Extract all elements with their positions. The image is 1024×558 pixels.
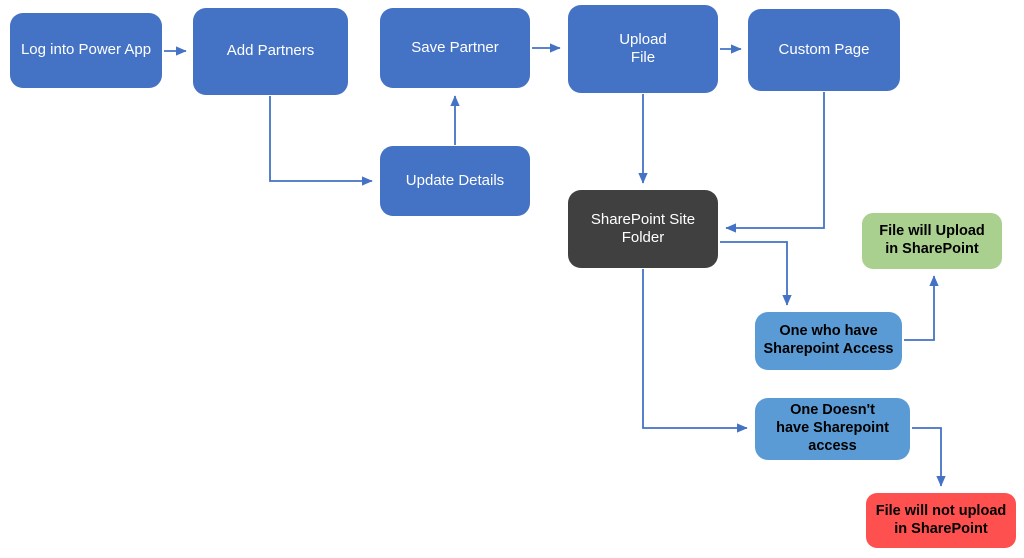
node-save-partner[interactable]: Save Partner (380, 8, 530, 88)
edge-custom-page-to-sharepoint (725, 92, 825, 233)
node-custom-page[interactable]: Custom Page (748, 9, 900, 91)
node-label: File will Upload in SharePoint (879, 223, 985, 257)
node-label: Add Partners (226, 42, 315, 60)
node-label: One Doesn't have Sharepoint access (776, 402, 889, 454)
node-one-doesnt-have-sharepoint-access[interactable]: One Doesn't have Sharepoint access (755, 398, 910, 460)
node-label: Upload File (619, 30, 667, 66)
node-upload-file[interactable]: Upload File (568, 5, 718, 93)
node-label: Save Partner (411, 38, 499, 56)
node-one-who-have-sharepoint-access[interactable]: One who have Sharepoint Access (755, 312, 902, 370)
node-file-will-upload-in-sharepoint[interactable]: File will Upload in SharePoint (862, 213, 1002, 269)
node-file-will-not-upload-in-sharepoint[interactable]: File will not upload in SharePoint (866, 493, 1016, 548)
node-label: Log into Power App (20, 41, 152, 59)
node-update-details[interactable]: Update Details (380, 146, 530, 216)
edge-has-access-to-upload-success (904, 275, 939, 341)
node-label: One who have Sharepoint Access (763, 323, 894, 357)
node-label: SharePoint Site Folder (590, 210, 696, 246)
node-add-partners[interactable]: Add Partners (193, 8, 348, 95)
edge-no-access-to-upload-failure (912, 427, 946, 487)
node-sharepoint-site-folder[interactable]: SharePoint Site Folder (568, 190, 718, 268)
edge-sharepoint-to-has-access (720, 241, 792, 306)
node-label: File will not upload in SharePoint (875, 502, 1007, 537)
node-label: Custom Page (778, 40, 870, 58)
node-log-into-power-app[interactable]: Log into Power App (10, 13, 162, 88)
node-label: Update Details (405, 171, 505, 189)
edge-add-partners-to-update-details (269, 96, 373, 186)
edge-sharepoint-to-no-access (642, 269, 748, 433)
